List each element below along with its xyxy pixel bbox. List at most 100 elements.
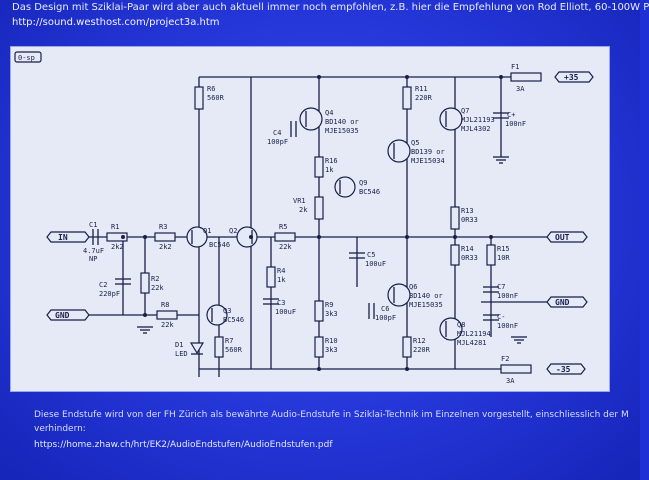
- c4-value: 100pF: [267, 138, 288, 146]
- q8-value2: MJL4281: [457, 339, 487, 347]
- schematic-badge: [14, 51, 42, 63]
- capacitor-c1: [92, 229, 99, 245]
- out-port-label: OUT: [555, 233, 570, 242]
- resistor-r3: [154, 232, 176, 242]
- outro-paragraph-continuation: verhindern:: [34, 424, 86, 434]
- r15-label: R15: [497, 245, 510, 253]
- r12-value: 220R: [413, 346, 431, 354]
- r13-label: R13: [461, 207, 474, 215]
- fuse-f1-value: 3A: [516, 85, 525, 93]
- q3-value: BC546: [223, 316, 244, 324]
- c5-value: 100uF: [365, 260, 386, 268]
- out-port: [546, 231, 588, 243]
- ground-symbol-2: [511, 336, 527, 344]
- r7-label: R7: [225, 337, 233, 345]
- r12-label: R12: [413, 337, 426, 345]
- resistor-r12: [402, 336, 412, 358]
- fuse-f2: [500, 364, 532, 374]
- fuse-f2-label: F2: [501, 355, 509, 363]
- vplus-label: +35: [564, 73, 579, 82]
- capacitor-c3: [263, 298, 279, 305]
- q6-label: Q6: [409, 283, 417, 291]
- q5-value: BD139 or: [411, 148, 445, 156]
- r14-value: 0R33: [461, 254, 478, 262]
- c-plus-value: 100nF: [505, 120, 526, 128]
- q6-value: BD140 or: [409, 292, 443, 300]
- r15-value: 10R: [497, 254, 510, 262]
- c3-label: C3: [277, 299, 285, 307]
- in-port: [46, 231, 90, 243]
- q9-label: Q9: [359, 179, 367, 187]
- d1-value: LED: [175, 350, 188, 358]
- r3-value: 2k2: [159, 243, 172, 251]
- q5-label: Q5: [411, 139, 419, 147]
- q7-value2: MJL4302: [461, 125, 491, 133]
- gnd-left-port: [46, 309, 90, 321]
- gnd-left-label: GND: [55, 311, 70, 320]
- junction-11: [317, 367, 321, 371]
- gnd-right-label: GND: [555, 298, 570, 307]
- q1-label: Q1: [203, 227, 211, 235]
- junction-3: [405, 235, 409, 239]
- transistor-q8: [439, 317, 463, 341]
- r2-label: R2: [151, 275, 159, 283]
- q4-label: Q4: [325, 109, 333, 117]
- transistor-q5: [387, 139, 411, 163]
- c2-value: 220pF: [99, 290, 120, 298]
- resistor-r14: [450, 244, 460, 266]
- junction-6: [121, 235, 125, 239]
- vr1-label: VR1: [293, 197, 306, 205]
- q7-label: Q7: [461, 107, 469, 115]
- r10-label: R10: [325, 337, 338, 345]
- transistor-q1: [186, 226, 208, 248]
- r4-value: 1k: [277, 276, 286, 284]
- resistor-r5: [274, 232, 296, 242]
- d1-label: D1: [175, 341, 183, 349]
- junction-5: [489, 235, 493, 239]
- q9-value: BC546: [359, 188, 380, 196]
- resistor-r16: [314, 156, 324, 178]
- c1-type: NP: [89, 255, 97, 263]
- resistor-r13: [450, 206, 460, 230]
- resistor-r11: [402, 86, 412, 110]
- r14-label: R14: [461, 245, 474, 253]
- q4-value: BD140 or: [325, 118, 359, 126]
- schematic-drawing: 0-sp IN GND OUT: [14, 51, 594, 385]
- c1-value: 4.7uF: [83, 247, 104, 255]
- r6-value: 560R: [207, 94, 225, 102]
- capacitor-c7: [483, 286, 499, 293]
- transistor-q4: [299, 107, 323, 131]
- q4-value2: MJE15035: [325, 127, 359, 135]
- intro-link[interactable]: http://sound.westhost.com/project3a.htm: [12, 17, 220, 28]
- resistor-r7: [214, 336, 224, 358]
- r9-value: 3k3: [325, 310, 338, 318]
- r9-label: R9: [325, 301, 333, 309]
- vminus-label: -35: [556, 365, 571, 374]
- circuit-schematic: 0-sp IN GND OUT: [10, 46, 610, 392]
- vminus-port: [546, 363, 586, 375]
- r6-label: R6: [207, 85, 215, 93]
- ground-symbol-1: [493, 156, 509, 164]
- resistor-r4: [266, 266, 276, 288]
- c-plus-label: C+: [507, 111, 515, 119]
- junction-12: [405, 367, 409, 371]
- fuse-f1-label: F1: [511, 63, 519, 71]
- capacitor-c2: [115, 278, 131, 285]
- r1-value: 2k2: [111, 243, 124, 251]
- c5-label: C5: [367, 251, 375, 259]
- vplus-port: [554, 71, 594, 83]
- resistor-r9: [314, 300, 324, 322]
- junction-4: [453, 235, 457, 239]
- r11-value: 220R: [415, 94, 433, 102]
- r5-value: 22k: [279, 243, 292, 251]
- r16-value: 1k: [325, 166, 334, 174]
- junction-7: [143, 235, 147, 239]
- transistor-q7: [439, 107, 463, 131]
- c3-value: 100uF: [275, 308, 296, 316]
- c7-value: 100nF: [497, 292, 518, 300]
- intro-paragraph: Das Design mit Sziklai-Paar wird aber au…: [12, 2, 649, 13]
- r2-value: 22k: [151, 284, 164, 292]
- q6-value2: MJE15035: [409, 301, 443, 309]
- outro-link[interactable]: https://home.zhaw.ch/hrt/EK2/AudioEndstu…: [34, 440, 333, 450]
- ground-symbol-3: [137, 326, 153, 334]
